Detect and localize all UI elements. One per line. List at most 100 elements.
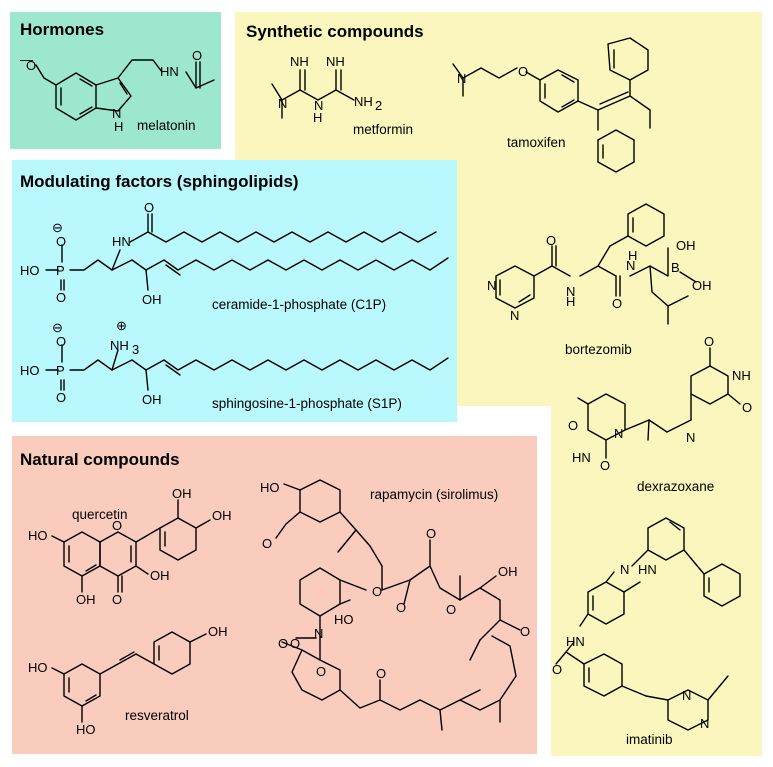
- svg-text:HN: HN: [572, 450, 591, 465]
- imatinib-structure: HN N HN O N N: [552, 517, 741, 731]
- svg-text:O: O: [552, 662, 562, 677]
- svg-text:OH: OH: [692, 278, 712, 293]
- svg-text:OH: OH: [142, 392, 162, 407]
- svg-text:N: N: [278, 96, 287, 111]
- metformin-label: metformin: [353, 122, 414, 137]
- svg-text:O: O: [56, 334, 66, 349]
- svg-text:P: P: [56, 263, 65, 278]
- svg-text:HO: HO: [20, 263, 40, 278]
- svg-text:N: N: [314, 626, 323, 641]
- svg-text:HO: HO: [76, 722, 96, 737]
- modulating-factors-title: Modulating factors (sphingolipids): [20, 172, 299, 191]
- svg-text:N: N: [614, 426, 623, 441]
- svg-text:N: N: [566, 284, 575, 299]
- svg-text:N: N: [626, 258, 635, 273]
- bortezomib-label: bortezomib: [565, 342, 632, 357]
- s1p-structure: HO P O O ⊖ ⊕ NH 3 OH: [20, 318, 449, 407]
- rapamycin-structure: HO O N O O O O HO O O O OH O O: [260, 479, 530, 731]
- s1p-label: sphingosine-1-phosphate (S1P): [212, 396, 402, 411]
- svg-text:HO: HO: [260, 480, 280, 495]
- svg-text:O: O: [26, 58, 36, 73]
- svg-text:O: O: [396, 600, 406, 615]
- svg-text:HO: HO: [334, 612, 354, 627]
- svg-text:O: O: [376, 666, 386, 681]
- svg-text:N: N: [457, 71, 466, 86]
- svg-text:O: O: [112, 518, 122, 533]
- svg-text:O: O: [56, 390, 66, 405]
- svg-text:N: N: [487, 278, 496, 293]
- svg-text:O: O: [290, 636, 300, 651]
- svg-text:O: O: [192, 48, 202, 63]
- resveratrol-structure: HO HO OH: [28, 624, 228, 737]
- svg-text:NH: NH: [326, 54, 345, 69]
- svg-text:H: H: [114, 119, 123, 134]
- c1p-label: ceramide-1-phosphate (C1P): [212, 297, 387, 312]
- svg-text:OH: OH: [76, 592, 96, 607]
- rapamycin-label: rapamycin (sirolimus): [370, 487, 499, 502]
- svg-text:OH: OH: [150, 568, 170, 583]
- svg-text:N: N: [510, 308, 519, 323]
- svg-text:NH: NH: [110, 338, 129, 353]
- svg-text:O: O: [546, 233, 556, 248]
- svg-text:O: O: [262, 536, 272, 551]
- svg-text:HN: HN: [566, 634, 585, 649]
- svg-text:O: O: [372, 584, 382, 599]
- natural-compounds-title: Natural compounds: [20, 450, 180, 469]
- svg-text:O: O: [520, 624, 530, 639]
- svg-text:HO: HO: [28, 528, 48, 543]
- svg-text:N: N: [686, 430, 695, 445]
- svg-text:H: H: [313, 110, 322, 125]
- svg-text:P: P: [56, 363, 65, 378]
- modulating-factors-panel: [12, 160, 457, 422]
- svg-text:⊕: ⊕: [116, 318, 127, 333]
- svg-text:OH: OH: [142, 292, 162, 307]
- svg-text:HN: HN: [160, 64, 179, 79]
- quercetin-label: quercetin: [72, 507, 128, 522]
- svg-text:O: O: [426, 526, 436, 541]
- svg-text:HN: HN: [638, 562, 657, 577]
- svg-text:3: 3: [132, 342, 139, 357]
- svg-text:HN: HN: [112, 234, 131, 249]
- dexrazoxane-label: dexrazoxane: [637, 479, 715, 494]
- svg-text:OH: OH: [172, 486, 192, 501]
- svg-text:NH: NH: [290, 54, 309, 69]
- imatinib-label: imatinib: [626, 732, 673, 747]
- svg-text:N: N: [112, 106, 121, 121]
- svg-text:H: H: [566, 294, 575, 309]
- svg-text:OH: OH: [212, 508, 232, 523]
- bortezomib-structure: N N O N H O N H B OH OH: [487, 203, 712, 325]
- svg-text:O: O: [278, 636, 288, 651]
- quercetin-structure: O HO O OH OH OH OH: [28, 486, 232, 607]
- svg-text:O: O: [742, 400, 752, 415]
- svg-text:N: N: [700, 716, 709, 731]
- svg-text:O: O: [112, 592, 122, 607]
- svg-text:O: O: [316, 664, 326, 679]
- svg-text:OH: OH: [676, 238, 696, 253]
- svg-text:H: H: [628, 248, 637, 263]
- svg-text:⊖: ⊖: [52, 320, 63, 335]
- svg-text:O: O: [56, 290, 66, 305]
- natural-compounds-panel: [12, 436, 537, 754]
- svg-text:NH: NH: [354, 94, 373, 109]
- svg-text:N: N: [314, 98, 323, 113]
- svg-text:HO: HO: [28, 660, 48, 675]
- svg-text:O: O: [518, 64, 528, 79]
- svg-text:OH: OH: [498, 564, 518, 579]
- svg-text:HO: HO: [20, 363, 40, 378]
- svg-text:O: O: [446, 602, 456, 617]
- melatonin-label: melatonin: [137, 118, 196, 133]
- svg-text:N: N: [620, 562, 629, 577]
- svg-text:O: O: [612, 296, 622, 311]
- svg-text:OH: OH: [208, 624, 228, 639]
- svg-text:NH: NH: [732, 368, 751, 383]
- synthetic-compounds-title: Synthetic compounds: [246, 22, 424, 41]
- svg-text:O: O: [600, 458, 610, 473]
- svg-text:O: O: [568, 418, 578, 433]
- svg-text:B: B: [671, 260, 680, 275]
- hormones-panel: [10, 12, 221, 149]
- tamoxifen-label: tamoxifen: [507, 135, 566, 150]
- svg-text:—: —: [20, 52, 33, 67]
- dexrazoxane-structure: N N O HN O O NH O: [568, 334, 752, 473]
- svg-text:O: O: [56, 234, 66, 249]
